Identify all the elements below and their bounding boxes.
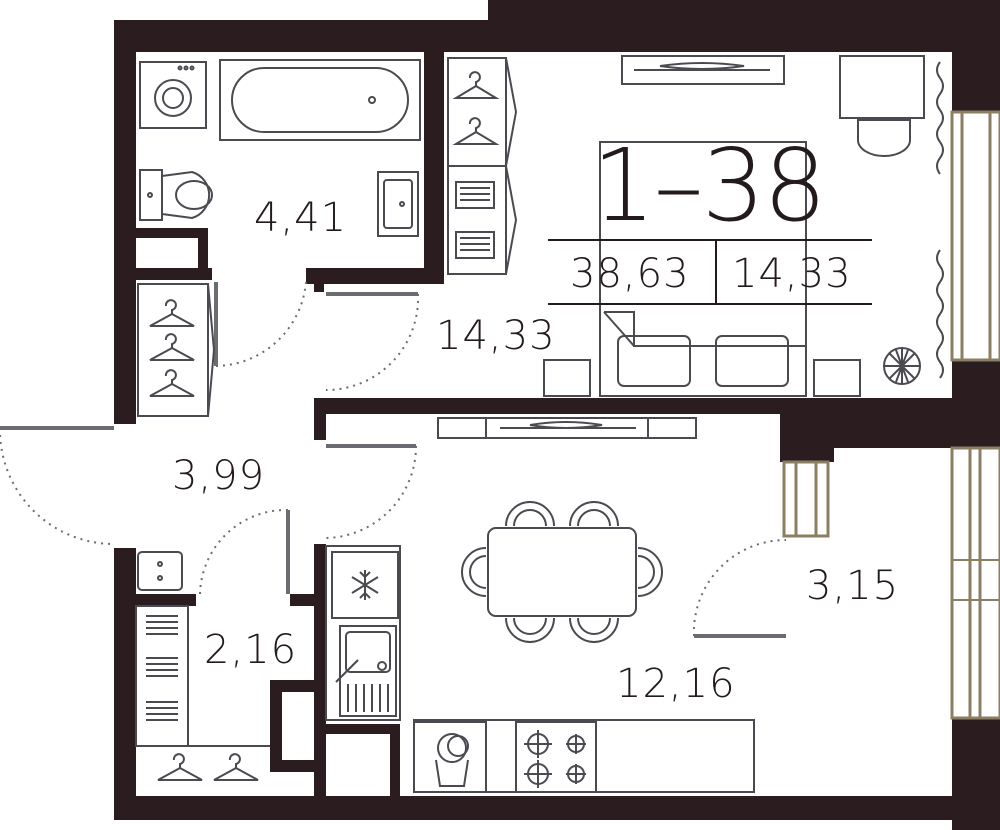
bed-icon xyxy=(599,141,807,397)
washing-machine-icon xyxy=(139,61,207,129)
desk-icon xyxy=(839,55,925,119)
hanger-icon xyxy=(213,753,259,781)
balcony-door-window xyxy=(782,460,830,538)
nightstand-icon xyxy=(813,359,861,397)
radiator-icon xyxy=(437,417,697,439)
room-area-bedroom: 14,33 xyxy=(436,313,556,359)
apartment-info-table xyxy=(548,239,872,305)
room-area-storage: 2,16 xyxy=(204,627,298,673)
walls xyxy=(114,0,1000,830)
hall-wardrobe-icon xyxy=(137,283,216,417)
room-area-kitchen: 12,16 xyxy=(616,661,736,707)
chair-icon xyxy=(857,119,911,157)
apartment-living-area: 14,33 xyxy=(732,251,852,297)
dishwasher-icon xyxy=(413,721,487,793)
kitchen-sink-icon xyxy=(335,625,397,717)
fridge-icon xyxy=(331,551,399,619)
bathroom-sink-icon xyxy=(377,171,419,237)
bathtub-icon xyxy=(219,59,421,141)
hanger-icon xyxy=(452,117,500,145)
shelves-icon xyxy=(455,181,495,259)
curtain-icon xyxy=(936,61,944,379)
hanger-icon xyxy=(149,369,195,397)
hanger-icon xyxy=(149,333,195,361)
toilet-icon xyxy=(139,169,213,221)
storage-shelves-icon xyxy=(135,605,270,747)
balcony-window xyxy=(950,446,1000,720)
dining-chairs-icon xyxy=(461,501,663,643)
stove-icon xyxy=(515,721,597,793)
plant-icon xyxy=(883,347,921,385)
hanger-icon xyxy=(157,753,203,781)
room-area-bathroom: 4,41 xyxy=(254,195,348,241)
radiator-icon xyxy=(621,55,785,85)
doors xyxy=(0,281,787,638)
windows xyxy=(782,110,1000,720)
bedroom-window xyxy=(950,110,1000,362)
hanger-icon xyxy=(149,299,195,327)
apartment-total-area: 38,63 xyxy=(570,251,690,297)
room-area-hall: 3,99 xyxy=(172,453,266,499)
room-area-balcony: 3,15 xyxy=(806,563,900,609)
apartment-number: 1–38 xyxy=(592,127,827,244)
electrical-panel-icon xyxy=(137,551,183,591)
hanger-icon xyxy=(452,71,500,99)
bedroom-wardrobe-icon xyxy=(447,57,518,275)
dining-table-icon xyxy=(487,527,637,617)
nightstand-icon xyxy=(543,359,591,397)
